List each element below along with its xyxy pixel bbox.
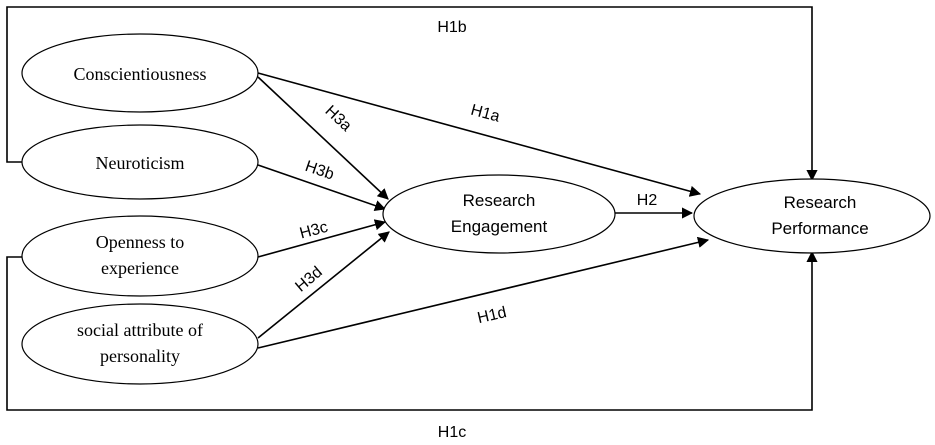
- edge-h3c: [257, 219, 387, 258]
- label-h3b: H3b: [303, 158, 336, 184]
- node-engagement-label-line1: Research: [463, 191, 536, 210]
- edge-h1b: [6, 6, 818, 182]
- node-conscientiousness: Conscientiousness: [21, 33, 259, 113]
- label-h1c: H1c: [438, 424, 466, 441]
- edge-h1d: [257, 236, 710, 349]
- label-h3c: H3c: [298, 219, 330, 243]
- edge-h3b: [257, 164, 387, 211]
- node-social-label-line1: social attribute of: [77, 320, 203, 340]
- node-openness-label-line2: experience: [101, 258, 179, 278]
- edge-h1a: [257, 72, 702, 197]
- label-h3a: H3a: [322, 102, 355, 135]
- node-neuroticism-label: Neuroticism: [96, 153, 185, 173]
- node-social-label-line2: personality: [100, 346, 180, 366]
- node-neuroticism: Neuroticism: [21, 124, 259, 200]
- node-openness: Openness to experience: [21, 215, 259, 297]
- node-engagement: Research Engagement: [382, 174, 616, 254]
- edge-h3d: [257, 231, 390, 339]
- edge-h1c: [6, 250, 818, 411]
- node-openness-label-line1: Openness to: [96, 232, 185, 252]
- node-social: social attribute of personality: [21, 303, 259, 385]
- node-performance: Research Performance: [693, 178, 931, 254]
- label-h3d: H3d: [292, 264, 325, 296]
- edge-h3a: [257, 76, 389, 200]
- label-h1b: H1b: [437, 19, 466, 36]
- label-h1a: H1a: [469, 102, 502, 126]
- node-engagement-label-line2: Engagement: [451, 217, 548, 236]
- node-conscientiousness-label: Conscientiousness: [74, 64, 207, 84]
- label-h2: H2: [637, 192, 658, 209]
- node-performance-label-line2: Performance: [771, 219, 868, 238]
- node-performance-label-line1: Research: [784, 193, 857, 212]
- label-h1d: H1d: [476, 304, 508, 327]
